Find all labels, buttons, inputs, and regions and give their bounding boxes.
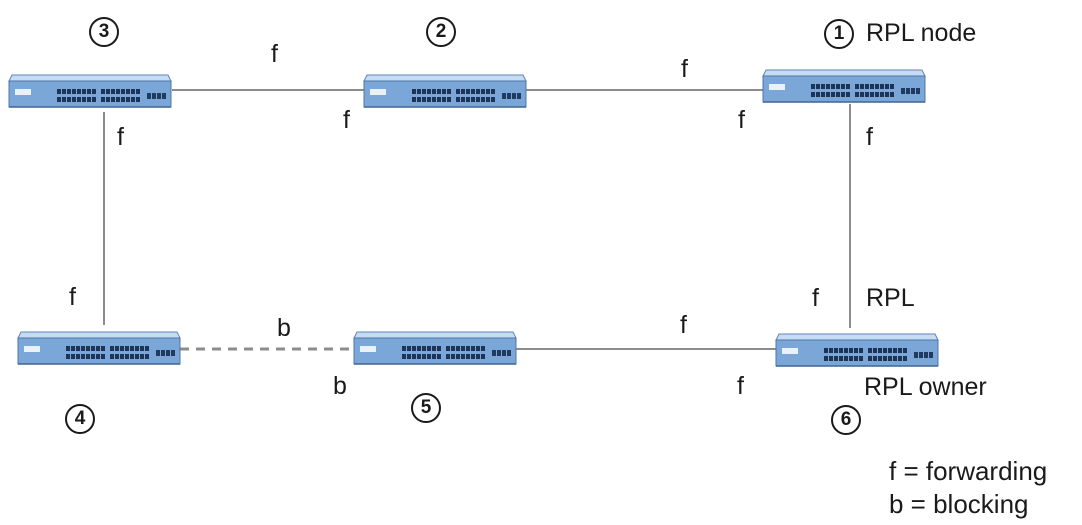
switch-ports <box>824 348 933 361</box>
rpl-owner-label: RPL owner <box>864 373 987 401</box>
switch-top <box>17 331 181 339</box>
rpl-node-label: RPL node <box>866 19 977 47</box>
switch-node-5 <box>353 331 517 365</box>
port-state-label: b <box>277 314 291 342</box>
switch-node-4 <box>17 331 181 365</box>
switch-node-1 <box>762 69 926 103</box>
legend-forwarding: f = forwarding <box>889 456 1048 486</box>
switch-logo <box>769 84 785 90</box>
switch-ports <box>811 84 920 97</box>
port-state-label: f <box>343 106 350 134</box>
switch-logo <box>782 348 798 354</box>
port-state-label: f <box>866 123 873 151</box>
switch-top <box>353 331 517 339</box>
switch-ports <box>57 89 166 102</box>
port-state-label: f <box>812 284 819 312</box>
switch-top <box>8 74 172 82</box>
switch-node-6 <box>775 333 939 367</box>
node-number-1: 1 <box>824 19 854 49</box>
switch-top <box>363 74 527 82</box>
switch-node-3 <box>8 74 172 108</box>
switch-logo <box>360 346 376 352</box>
switch-ports <box>402 346 511 359</box>
switch-ports <box>66 346 175 359</box>
switch-ports <box>412 89 521 102</box>
switch-top <box>775 333 939 341</box>
switch-logo <box>24 346 40 352</box>
port-state-label: f <box>738 106 745 134</box>
switch-logo <box>370 89 386 95</box>
port-state-label: f <box>271 40 278 68</box>
port-state-label: f <box>737 372 744 400</box>
node-number-6: 6 <box>831 405 861 435</box>
port-state-label: b <box>333 372 347 400</box>
legend-blocking: b = blocking <box>889 489 1029 519</box>
port-state-label: f <box>69 283 76 311</box>
port-state-label: f <box>680 311 687 339</box>
port-state-label: f <box>681 55 688 83</box>
node-number-3: 3 <box>89 17 119 47</box>
switch-node-2 <box>363 74 527 108</box>
switch-logo <box>15 89 31 95</box>
node-number-2: 2 <box>426 17 456 47</box>
switch-top <box>762 69 926 77</box>
port-state-label: f <box>117 123 124 151</box>
rpl-link-label: RPL <box>866 284 915 312</box>
node-number-4: 4 <box>65 404 95 434</box>
node-number-5: 5 <box>411 393 441 423</box>
